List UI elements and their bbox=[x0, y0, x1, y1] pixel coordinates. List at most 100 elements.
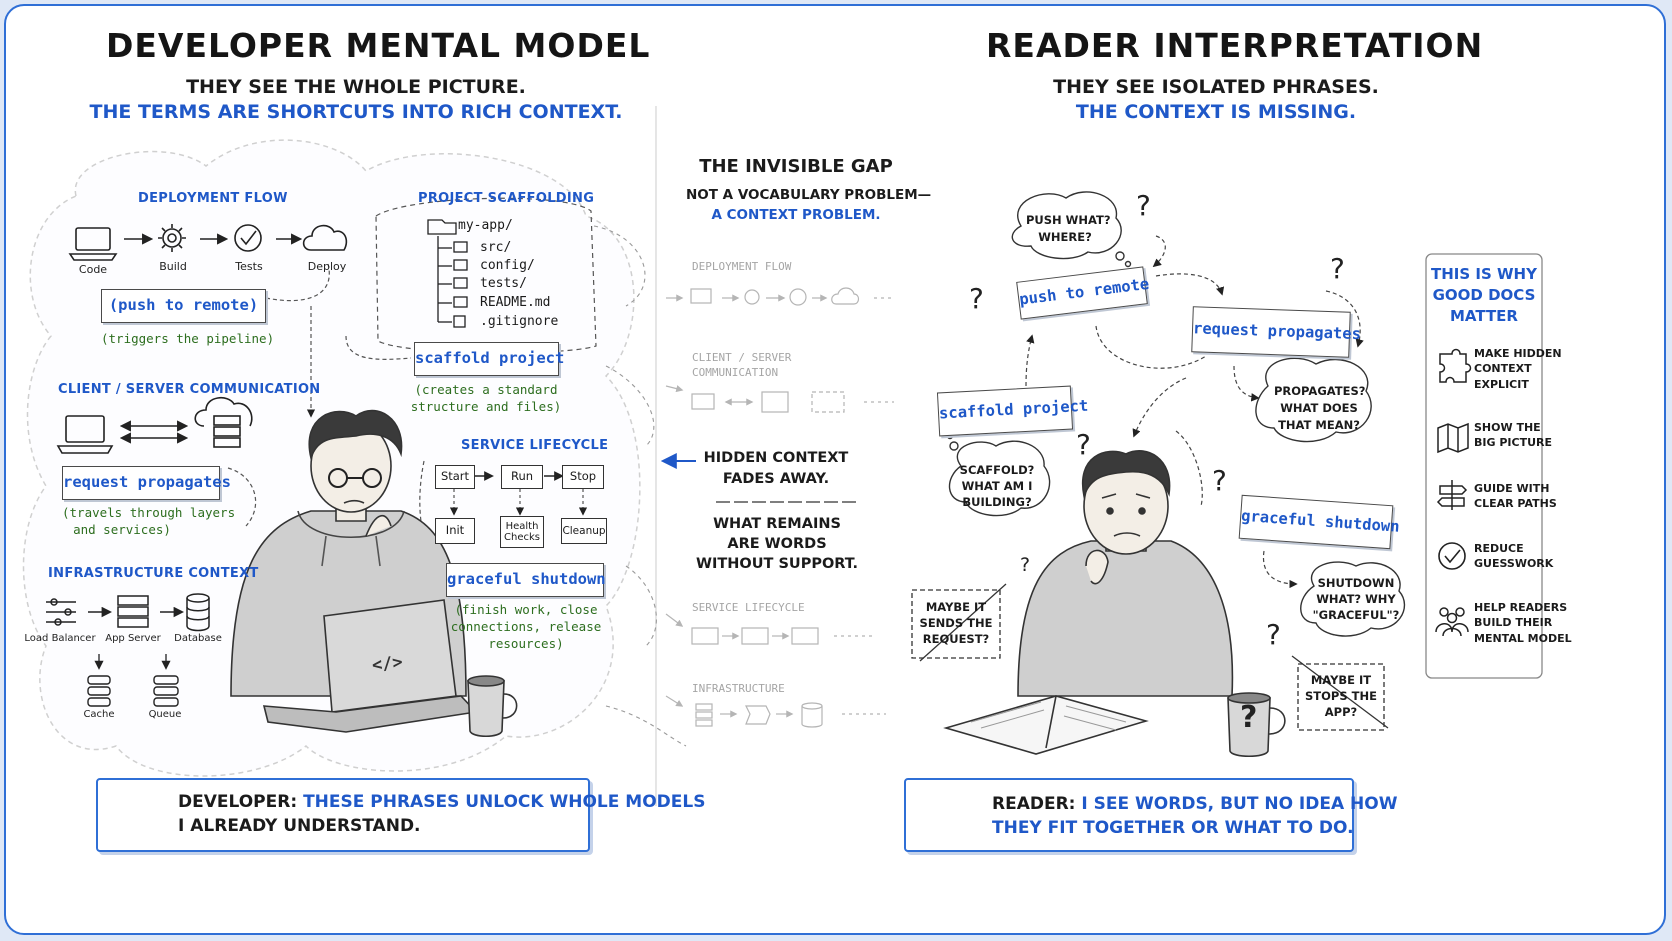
illustration-frame: DEVELOPER MENTAL MODEL THEY SEE THE WHOL… bbox=[4, 4, 1666, 935]
coffee-mug-right bbox=[1227, 692, 1286, 758]
illustration-artwork bbox=[22, 106, 1543, 846]
gear-icon bbox=[158, 224, 186, 252]
why-item-4-line-1: REDUCE bbox=[1474, 542, 1524, 555]
guess-1-line-3: REQUEST? bbox=[922, 632, 990, 646]
why-title-line-3: MATTER bbox=[1450, 307, 1518, 325]
why-item-3-line-1: GUIDE WITH bbox=[1474, 482, 1550, 495]
guess-2-line-3: APP? bbox=[1324, 705, 1358, 719]
question-mark: ? bbox=[1330, 252, 1345, 285]
node-app-server: App Server bbox=[105, 633, 161, 644]
why-item-3-line-2: CLEAR PATHS bbox=[1474, 497, 1557, 511]
gap-remains-1: WHAT REMAINS bbox=[713, 516, 841, 532]
question-mark: ? bbox=[1212, 464, 1227, 497]
developer-title: DEVELOPER MENTAL MODEL bbox=[106, 26, 651, 65]
bubble-prop-line-2: WHAT DOES bbox=[1280, 401, 1358, 415]
client-server-heading: CLIENT / SERVER COMMUNICATION bbox=[58, 382, 321, 397]
lifecycle-run: Run bbox=[501, 465, 543, 489]
step-tests-label: Tests bbox=[235, 260, 263, 273]
bubble-scaffold bbox=[946, 432, 1051, 517]
why-item-2: SHOW THE BIG PICTURE bbox=[1474, 420, 1552, 451]
why-title-line-1: THIS IS WHY bbox=[1431, 265, 1537, 283]
deployment-caption: (triggers the pipeline) bbox=[101, 331, 275, 346]
node-database: Database bbox=[174, 633, 222, 644]
node-load-balancer: Load Balancer bbox=[24, 633, 96, 644]
reader-footer-text-1: I SEE WORDS, BUT NO IDEA HOW bbox=[1081, 794, 1398, 814]
puzzle-icon bbox=[1439, 348, 1472, 383]
why-item-5-line-1: HELP READERS bbox=[1474, 601, 1568, 614]
bubble-prop-line-3: THAT MEAN? bbox=[1278, 418, 1360, 432]
step-build-label: Build bbox=[159, 260, 187, 273]
client-server-caption-2: and services) bbox=[73, 522, 171, 537]
why-item-4: REDUCE GUESSWORK bbox=[1474, 541, 1553, 572]
lifecycle-cleanup: Cleanup bbox=[561, 518, 607, 544]
gap-hidden-2: FADES AWAY. bbox=[722, 471, 830, 487]
cloud-icon bbox=[302, 224, 348, 251]
tree-config: config/ bbox=[480, 258, 535, 273]
ghost-label-client-server: CLIENT / SERVER bbox=[692, 351, 792, 364]
tree-tests: tests/ bbox=[480, 276, 527, 291]
laptop-icon bbox=[56, 415, 114, 454]
step-deploy-label: Deploy bbox=[307, 260, 347, 273]
scaffolding-caption-2: structure and files) bbox=[410, 399, 562, 414]
reader-footer-box bbox=[904, 778, 1354, 852]
why-title: THIS IS WHY GOOD DOCS MATTER bbox=[1426, 264, 1542, 327]
guess-note-1 bbox=[911, 589, 1001, 659]
developer-footer-text-2: I ALREADY UNDERSTAND. bbox=[178, 816, 421, 836]
gap-title: THE INVISIBLE GAP bbox=[699, 156, 893, 177]
gap-line-2: A CONTEXT PROBLEM. bbox=[711, 207, 881, 223]
question-mark: ? bbox=[1020, 554, 1031, 576]
coffee-mug-left bbox=[467, 675, 518, 738]
check-icon bbox=[234, 224, 262, 252]
guess-note-2 bbox=[1297, 663, 1385, 731]
lifecycle-start: Start bbox=[435, 465, 475, 489]
reader-footer-line-1: READER: I SEE WORDS, BUT NO IDEA HOW bbox=[992, 793, 1398, 817]
phrase-request-propagates: request propagates bbox=[62, 466, 231, 500]
ghost-label-communication: COMMUNICATION bbox=[692, 366, 779, 379]
ghost-label-lifecycle: SERVICE LIFECYCLE bbox=[692, 601, 805, 614]
bubble-scaf-line-2: WHAT AM I bbox=[961, 479, 1033, 493]
node-queue: Queue bbox=[148, 709, 182, 720]
why-item-2-line-1: SHOW THE bbox=[1474, 421, 1541, 434]
app-server-icon bbox=[117, 595, 149, 628]
ghost-label-infrastructure: INFRASTRUCTURE bbox=[692, 682, 785, 695]
map-icon bbox=[1437, 422, 1469, 454]
bubble-scaf-line-1: SCAFFOLD? bbox=[959, 463, 1035, 477]
load-balancer-icon bbox=[46, 598, 76, 626]
people-icon bbox=[1435, 607, 1469, 637]
why-item-5: HELP READERS BUILD THEIR MENTAL MODEL bbox=[1474, 600, 1572, 646]
developer-subtitle-2: THE TERMS ARE SHORTCUTS INTO RICH CONTEX… bbox=[89, 101, 623, 123]
bubble-shutdown bbox=[1300, 561, 1406, 637]
reader-footer-text-2: THEY FIT TOGETHER OR WHAT TO DO. bbox=[992, 818, 1354, 838]
step-code-label: Code bbox=[78, 263, 108, 276]
reader-title: READER INTERPRETATION bbox=[986, 26, 1484, 65]
checkmark-circle-icon bbox=[1438, 542, 1466, 570]
reader-phrase-scaffold-project: scaffold project bbox=[936, 385, 1089, 437]
why-item-1: MAKE HIDDEN CONTEXT EXPLICIT bbox=[1474, 346, 1562, 392]
question-mark: ? bbox=[1266, 618, 1281, 651]
queue-icon bbox=[153, 675, 179, 707]
deployment-flow-heading: DEPLOYMENT FLOW bbox=[138, 191, 288, 206]
laptop-code-glyph: </> bbox=[370, 652, 404, 676]
bubble-shut-line-2: WHAT? WHY bbox=[1316, 592, 1396, 606]
bubble-push-line-2: WHERE? bbox=[1038, 230, 1092, 244]
mug-question-mark: ? bbox=[1240, 700, 1258, 735]
why-item-2-line-2: BIG PICTURE bbox=[1474, 436, 1552, 450]
question-mark: ? bbox=[969, 282, 984, 315]
folder-tree bbox=[427, 219, 468, 328]
guess-1-line-1: MAYBE IT bbox=[925, 600, 987, 614]
bubble-prop-line-1: PROPAGATES? bbox=[1274, 384, 1366, 398]
reader-phrase-request-propagates: request propagates bbox=[1191, 306, 1361, 358]
infrastructure-heading: INFRASTRUCTURE CONTEXT bbox=[48, 566, 259, 581]
phrase-scaffold-project: scaffold project bbox=[414, 342, 564, 376]
open-book bbox=[943, 695, 1149, 755]
lifecycle-stop: Stop bbox=[562, 465, 604, 489]
ghost-infrastructure-row bbox=[665, 695, 886, 728]
phrase-graceful-shutdown: graceful shutdown bbox=[446, 563, 606, 597]
signpost-icon bbox=[1436, 480, 1468, 510]
why-item-4-line-2: GUESSWORK bbox=[1474, 557, 1554, 571]
code-icon bbox=[68, 227, 118, 261]
question-mark: ? bbox=[1136, 189, 1151, 222]
bubble-scaf-line-3: BUILDING? bbox=[962, 495, 1032, 509]
laptop-illustration bbox=[262, 599, 478, 733]
why-item-1-line-1: MAKE HIDDEN bbox=[1474, 347, 1562, 360]
